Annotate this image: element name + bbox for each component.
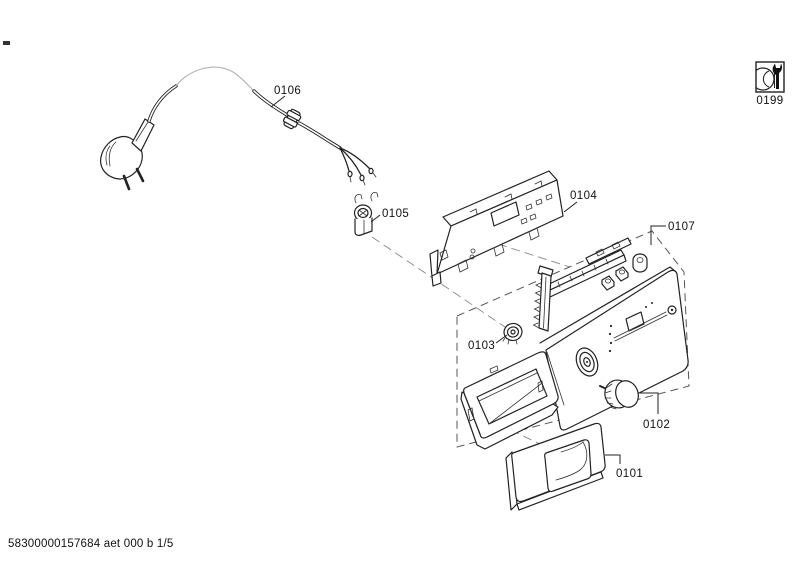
button-strip xyxy=(542,237,632,298)
module-display-window xyxy=(490,201,520,227)
part-rotary-knob xyxy=(599,379,639,410)
part-label-0103: 0103 xyxy=(468,340,495,352)
power-cable xyxy=(147,66,342,150)
service-icon-0199: 0199 xyxy=(755,61,785,107)
wrench-icon xyxy=(772,63,783,89)
part-facia-panel xyxy=(539,266,689,431)
wire-terminals xyxy=(339,147,377,186)
service-icon-label: 0199 xyxy=(756,95,783,107)
mains-plug xyxy=(100,118,155,191)
part-label-0101: 0101 xyxy=(616,468,643,480)
facia-display-window xyxy=(625,311,645,332)
drawer-grip-recess xyxy=(544,439,592,493)
part-lamp-holder xyxy=(353,192,379,236)
button-caps xyxy=(601,253,648,291)
part-drawer-handle xyxy=(505,422,606,511)
facia-knob-boss xyxy=(575,347,599,377)
light-guide-comb xyxy=(532,265,554,332)
part-label-0106: 0106 xyxy=(274,85,301,97)
drawer-opening-frame xyxy=(460,351,559,450)
part-label-0104: 0104 xyxy=(570,190,597,202)
part-label-0105: 0105 xyxy=(382,208,409,220)
document-number: 58300000157684 aet 000 b 1/5 xyxy=(8,538,174,550)
part-label-0107: 0107 xyxy=(668,221,695,233)
part-small-knob xyxy=(502,322,523,345)
group-box-0107 xyxy=(456,230,690,448)
page-corner-mark xyxy=(3,41,10,45)
cable-grommet xyxy=(282,108,302,130)
labels-and-leaders: 0106 0105 0104 0107 0103 0102 0101 xyxy=(270,85,695,480)
part-power-cord xyxy=(100,66,377,191)
part-label-0102: 0102 xyxy=(643,419,670,431)
part-control-module xyxy=(429,170,564,287)
